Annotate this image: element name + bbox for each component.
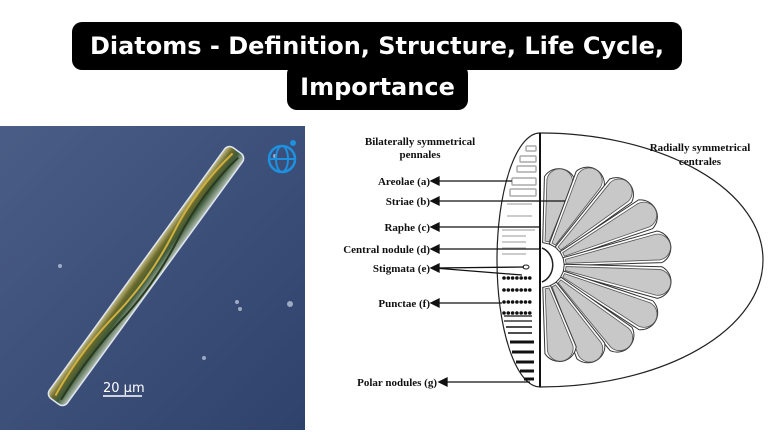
- puncta-dot: [502, 311, 506, 315]
- diatom-structure-diagram: Bilaterally symmetrical pennales Radiall…: [343, 132, 764, 389]
- puncta-dot: [502, 276, 506, 280]
- central-nodule: [541, 247, 554, 283]
- puncta-dot: [506, 288, 511, 292]
- areolae-boxes: [509, 145, 537, 197]
- diatom-micrograph: 20 µm: [0, 126, 305, 430]
- title-line-2: Importance: [287, 64, 468, 110]
- puncta-dot: [519, 276, 523, 280]
- right-heading-2: centrales: [679, 156, 722, 168]
- puncta-dot: [506, 300, 511, 304]
- puncta-dot: [523, 276, 528, 280]
- puncta-dot: [528, 311, 532, 315]
- puncta-dot: [515, 311, 519, 315]
- petal: [562, 263, 672, 299]
- label-central-nodule: Central nodule (d): [343, 244, 430, 256]
- puncta-dot: [528, 300, 532, 304]
- right-heading-1: Radially symmetrical: [650, 142, 751, 154]
- puncta-dot: [523, 288, 528, 292]
- centrales-outline: [539, 132, 764, 388]
- puncta-dot: [506, 276, 511, 280]
- petal: [554, 177, 634, 254]
- label-areolae: Areolae (a): [378, 176, 430, 188]
- puncta-dot: [515, 288, 519, 292]
- striae-lines: [502, 203, 535, 255]
- punctae-dots: [502, 276, 532, 315]
- puncta-dot: [519, 300, 523, 304]
- title-line-1: Diatoms - Definition, Structure, Life Cy…: [72, 22, 682, 70]
- puncta-dot: [510, 311, 515, 315]
- puncta-dot: [528, 276, 532, 280]
- petal: [562, 230, 672, 267]
- petal: [542, 285, 577, 362]
- label-punctae: Punctae (f): [378, 298, 430, 310]
- globe-icon: [267, 140, 297, 174]
- label-polar-nodules: Polar nodules (g): [357, 377, 437, 389]
- centrales-petals: [542, 166, 672, 364]
- label-arrows: [429, 175, 565, 388]
- petal: [559, 270, 659, 331]
- puncta-dot: [528, 288, 532, 292]
- puncta-dot: [523, 311, 528, 315]
- pennales-outline: [496, 132, 541, 388]
- petal: [548, 281, 606, 364]
- puncta-dot: [510, 276, 515, 280]
- left-heading-1: Bilaterally symmetrical: [365, 136, 475, 148]
- puncta-dot: [515, 276, 519, 280]
- label-striae: Striae (b): [386, 196, 431, 208]
- puncta-dot: [519, 311, 523, 315]
- puncta-dot: [515, 300, 519, 304]
- puncta-dot: [523, 300, 528, 304]
- petal: [559, 199, 658, 260]
- puncta-dot: [510, 288, 515, 292]
- puncta-dot: [502, 300, 506, 304]
- puncta-dot: [519, 288, 523, 292]
- polar-bars: [504, 315, 534, 381]
- puncta-dot: [506, 311, 511, 315]
- puncta-dot: [510, 300, 515, 304]
- diatom-cell: [47, 145, 245, 407]
- puncta-dot: [502, 288, 506, 292]
- label-raphe: Raphe (c): [384, 222, 430, 234]
- petal: [554, 276, 635, 353]
- left-heading-2: pennales: [400, 149, 442, 161]
- label-stigmata: Stigmata (e): [373, 263, 430, 275]
- scale-bar-label: 20 µm: [103, 381, 145, 396]
